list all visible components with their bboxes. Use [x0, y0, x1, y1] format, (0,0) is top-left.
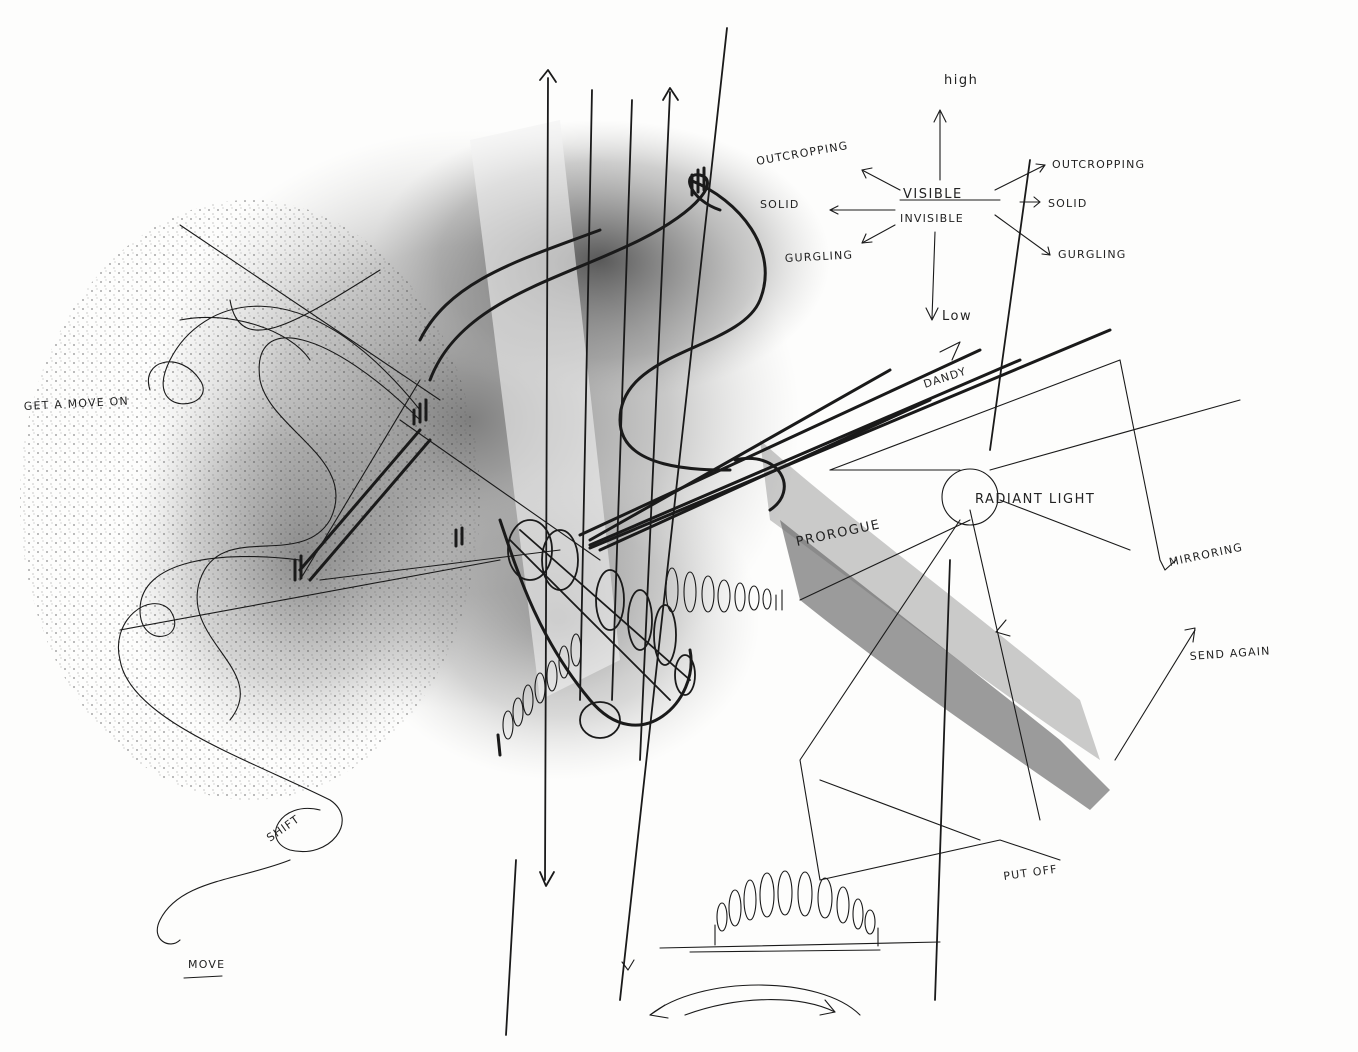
label-visible: VISIBLE: [903, 187, 963, 202]
label-invisible: INVISIBLE: [900, 212, 964, 225]
label-high: high: [944, 73, 978, 88]
label-solid-right: SOLID: [1048, 197, 1087, 210]
label-move: MOVE: [188, 958, 225, 971]
move-underline: [184, 976, 222, 978]
label-outcropping-right: OUTCROPPING: [1052, 158, 1145, 171]
label-outcropping-left: OUTCROPPING: [755, 139, 849, 168]
label-send-again: SEND AGAIN: [1189, 644, 1271, 663]
label-put-off: PUT OFF: [1003, 862, 1059, 882]
bottom-arc-loops: [622, 871, 940, 1018]
label-solid-left: SOLID: [760, 198, 799, 211]
label-mirroring: MIRRORING: [1168, 541, 1244, 569]
label-gurgling-right: GURGLING: [1058, 248, 1126, 261]
label-dandy: DANDY: [922, 365, 968, 391]
visible-invisible-diagram: [830, 110, 1050, 360]
label-gurgling-left: GURGLING: [784, 248, 853, 265]
label-low: Low: [942, 309, 972, 324]
label-radiant-light: RADIANT LIGHT: [975, 492, 1095, 507]
